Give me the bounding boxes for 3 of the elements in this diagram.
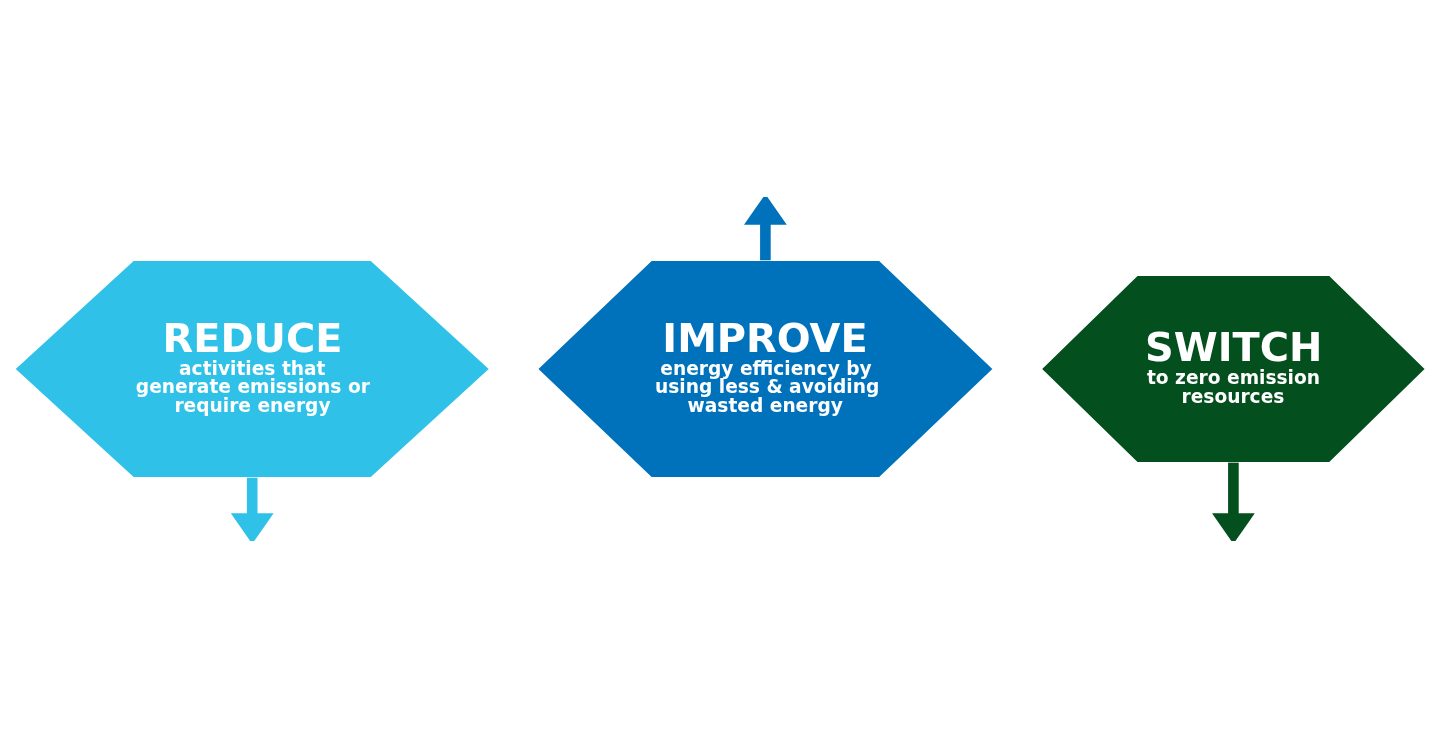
arrow [230,477,274,541]
arrow [1212,462,1255,541]
arrow [744,196,787,260]
